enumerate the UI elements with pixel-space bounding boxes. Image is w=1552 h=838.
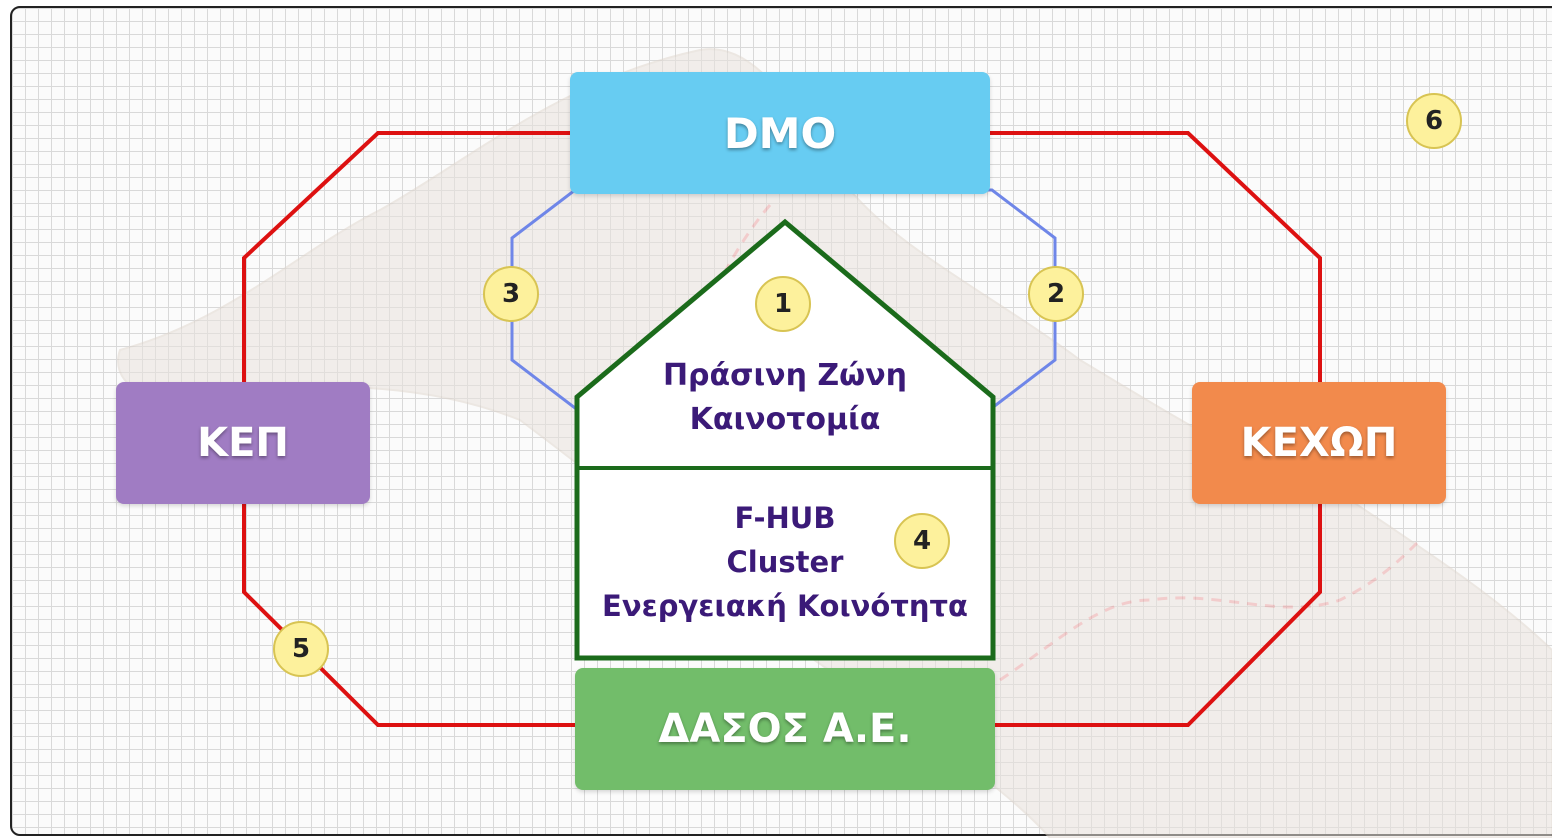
house-base-text: F-HUB Cluster Ενεργειακή Κοινότητα (590, 496, 980, 628)
badge-2: 2 (1028, 266, 1084, 322)
badge-6: 6 (1406, 93, 1462, 149)
base-line-1: F-HUB (734, 501, 836, 535)
house-roof-text: Πράσινη Ζώνη Καινοτομία (600, 354, 970, 442)
base-line-2: Cluster (726, 545, 844, 579)
dmo-box: DMO (570, 72, 990, 194)
badge-3: 3 (483, 266, 539, 322)
kep-label: ΚΕΠ (197, 420, 289, 466)
roof-line-2: Καινοτομία (689, 402, 881, 437)
house-outline (574, 218, 996, 661)
base-line-3: Ενεργειακή Κοινότητα (602, 589, 968, 623)
badge-5: 5 (273, 621, 329, 677)
dasos-label: ΔΑΣΟΣ Α.Ε. (658, 706, 912, 752)
kexop-box: ΚΕΧΩΠ (1192, 382, 1446, 504)
dmo-label: DMO (723, 108, 837, 158)
badge-1: 1 (755, 276, 811, 332)
outer-ring (242, 131, 1322, 727)
roof-line-1: Πράσινη Ζώνη (662, 358, 908, 393)
kexop-label: ΚΕΧΩΠ (1240, 420, 1398, 466)
dasos-box: ΔΑΣΟΣ Α.Ε. (575, 668, 995, 790)
badge-4: 4 (894, 513, 950, 569)
kep-box: ΚΕΠ (116, 382, 370, 504)
